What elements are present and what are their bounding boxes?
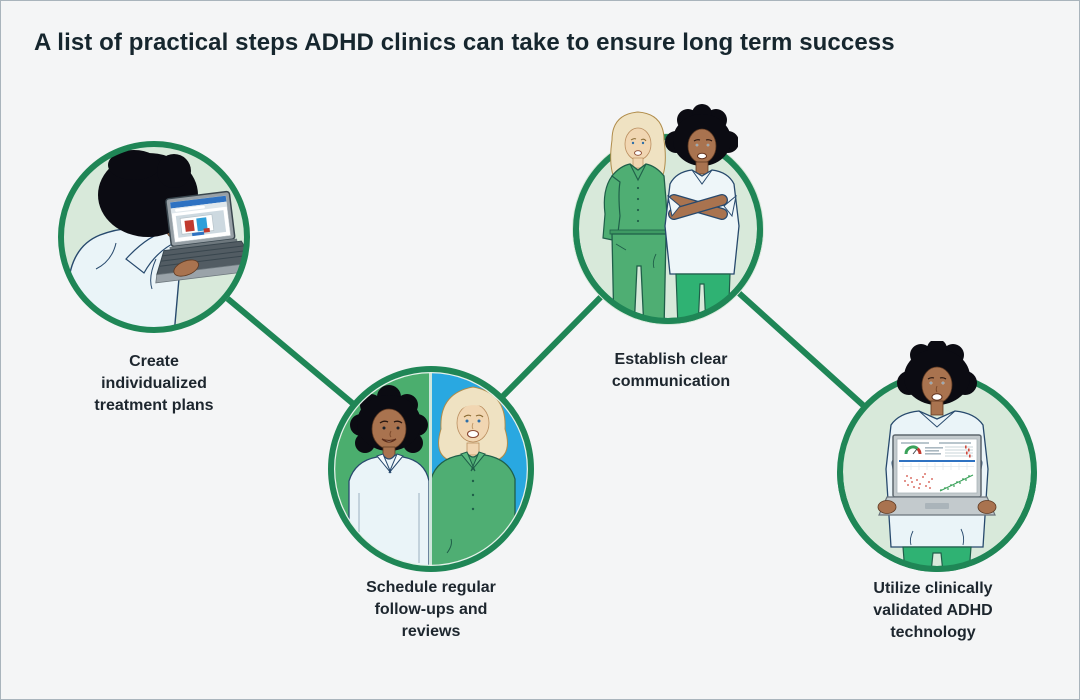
dashboard-screen xyxy=(899,442,975,492)
circle-ring xyxy=(58,141,250,333)
left-hand xyxy=(877,500,897,514)
step-circle-technology xyxy=(833,341,1041,580)
scatter-plot-red xyxy=(904,473,933,489)
label-line: follow-ups and xyxy=(374,601,488,618)
right-woman-figure xyxy=(430,386,516,569)
step-label-technology: Utilize clinically validated ADHD techno… xyxy=(813,578,1053,644)
page-title: A list of practical steps ADHD clinics c… xyxy=(34,29,895,56)
step-label-communication: Establish clear communication xyxy=(551,349,791,393)
label-line: Schedule regular xyxy=(366,579,496,596)
step-circle-follow-ups xyxy=(325,363,537,580)
circle-ring xyxy=(573,228,763,324)
browser-bar xyxy=(170,195,227,209)
left-woman-figure xyxy=(348,385,430,569)
label-line: Establish clear xyxy=(614,351,728,368)
jumpsuit-top xyxy=(609,163,669,233)
blue-divider xyxy=(899,460,975,462)
label-line: individualized xyxy=(101,375,207,392)
split-divider xyxy=(429,369,432,569)
step-label-follow-ups: Schedule regular follow-ups and reviews xyxy=(311,577,551,643)
label-line: Create xyxy=(129,353,179,370)
open-laptop xyxy=(877,434,997,516)
label-line: treatment plans xyxy=(94,397,214,414)
trend-line xyxy=(939,474,974,492)
step-circle-treatment-plans xyxy=(56,139,252,340)
gauge-chart xyxy=(904,445,919,455)
white-shirt xyxy=(664,169,740,275)
laptop xyxy=(155,190,249,284)
label-line: reviews xyxy=(401,623,461,640)
treatment-plans-illustration xyxy=(58,141,250,333)
grid-lines xyxy=(900,463,974,470)
table-rows xyxy=(945,446,973,457)
right-hand xyxy=(977,500,997,514)
follow-ups-illustration xyxy=(328,366,534,572)
communication-illustration xyxy=(572,104,764,325)
typing-hand xyxy=(173,259,199,277)
circle-ring xyxy=(837,471,1037,572)
label-line: communication xyxy=(611,373,731,390)
blonde-woman-in-green-jumpsuit xyxy=(602,111,669,323)
label-line: validated ADHD xyxy=(873,602,993,619)
face xyxy=(371,408,407,450)
jumpsuit-legs xyxy=(611,233,667,323)
label-line: technology xyxy=(890,624,976,641)
hair xyxy=(897,341,977,405)
step-label-treatment-plans: Create individualized treatment plans xyxy=(34,351,274,417)
woman-with-crossed-arms xyxy=(664,104,740,323)
hair xyxy=(665,104,739,166)
label-line: Utilize clinically xyxy=(873,580,993,597)
step-circle-communication xyxy=(568,104,768,339)
technology-illustration xyxy=(837,341,1037,572)
circle-ring xyxy=(328,366,534,572)
